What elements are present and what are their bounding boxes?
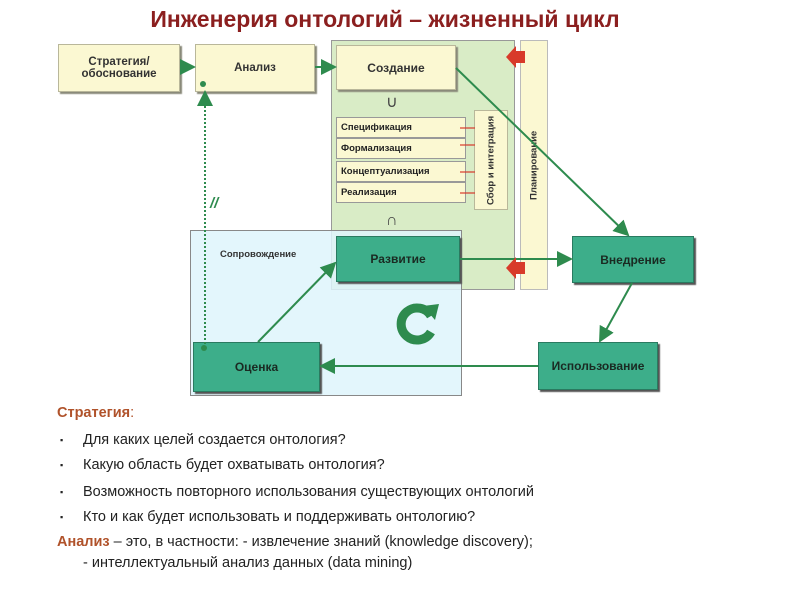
union-symbol: ∪ xyxy=(386,94,398,111)
bullet-item: Для каких целей создается онтология? xyxy=(60,432,346,448)
dot-evaluation xyxy=(201,345,207,351)
step-implementation: Реализация xyxy=(336,182,466,203)
evaluation-box: Оценка xyxy=(193,342,320,392)
step-specification: Спецификация xyxy=(336,117,466,138)
dot-analysis xyxy=(200,81,206,87)
deployment-box: Внедрение xyxy=(572,236,694,283)
analysis-paragraph-line2: - интеллектуальный анализ данных (data m… xyxy=(83,555,413,571)
strategy-heading: Стратегия: xyxy=(57,405,135,421)
bullet-item: Возможность повторного использования сущ… xyxy=(60,484,534,500)
development-box: Развитие xyxy=(336,236,460,282)
arrow-evaluation-development xyxy=(257,261,337,343)
analysis-box: Анализ xyxy=(195,44,315,92)
creation-box: Создание xyxy=(336,45,456,90)
page-title: Инженерия онтологий – жизненный цикл xyxy=(150,6,620,32)
bullet-item: Какую область будет охватывать онтология… xyxy=(60,457,385,473)
step-conceptualization: Концептуализация xyxy=(336,161,466,182)
intersection-symbol: ∩ xyxy=(386,212,398,229)
parallel-mark: // xyxy=(210,195,219,212)
step-formalization: Формализация xyxy=(336,138,466,159)
red-arrow-top xyxy=(506,46,525,68)
strategy-box: Стратегия/ обоснование xyxy=(58,44,180,92)
arrow-deployment-usage xyxy=(599,282,633,343)
cycle-icon xyxy=(396,303,439,345)
analysis-paragraph: Анализ – это, в частности: - извлечение … xyxy=(57,534,533,550)
usage-box: Использование xyxy=(538,342,658,390)
red-arrow-bottom xyxy=(506,257,525,279)
arrow-creation-deployment xyxy=(455,67,630,237)
maintenance-label: Сопровождение xyxy=(220,249,297,260)
bullet-item: Кто и как будет использовать и поддержив… xyxy=(60,509,475,525)
